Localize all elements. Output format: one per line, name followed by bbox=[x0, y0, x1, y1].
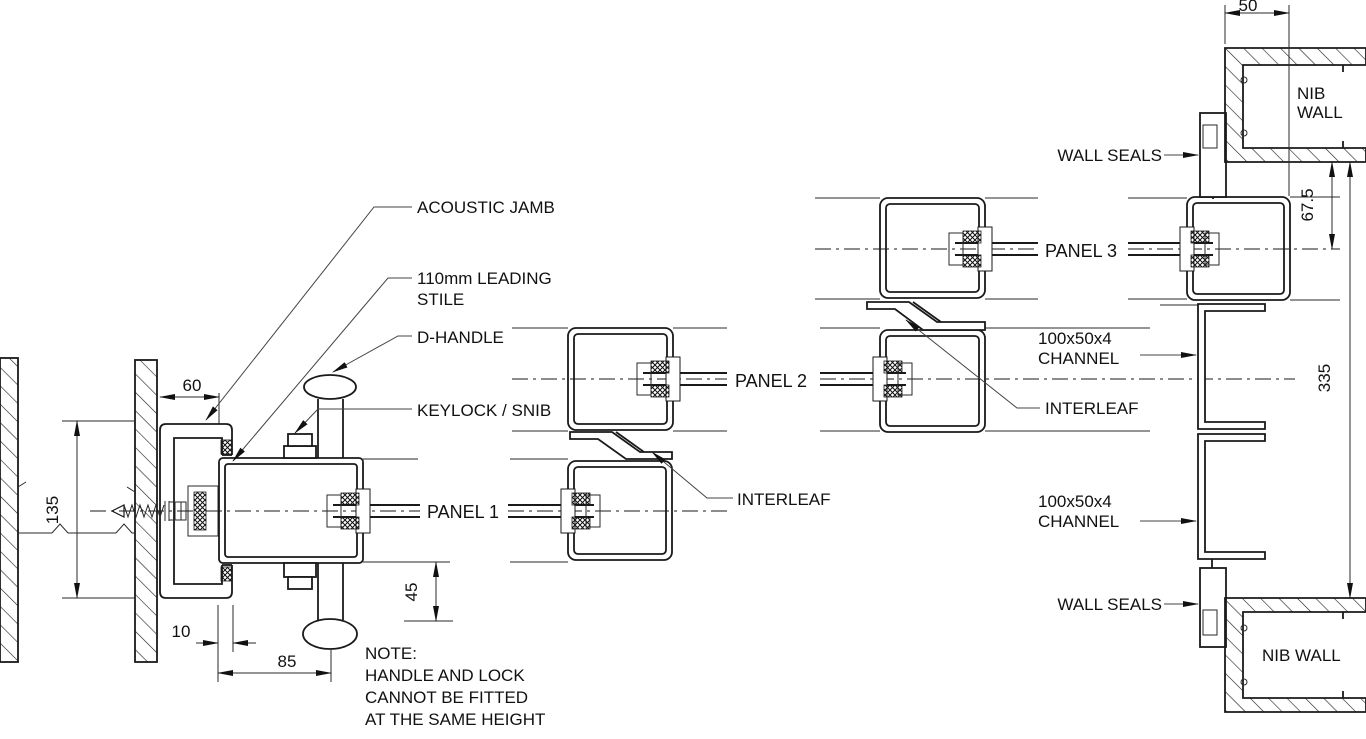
callout-leading-stile: 110mm LEADING STILE bbox=[232, 269, 552, 462]
keylock-body-top bbox=[283, 445, 317, 459]
acoustic-jamb-label: ACOUSTIC JAMB bbox=[417, 198, 555, 217]
dimension-135: 135 bbox=[43, 420, 135, 599]
interleaf-seal-2 bbox=[866, 301, 986, 331]
wall-seal-top bbox=[1199, 112, 1227, 199]
callout-channel-top: 100x50x4 CHANNEL bbox=[1038, 329, 1197, 368]
panel-3-glass bbox=[955, 242, 1213, 256]
panel-3-label: PANEL 3 bbox=[1045, 241, 1117, 261]
wall-seals-bottom-label: WALL SEALS bbox=[1057, 595, 1162, 614]
panel-3-left-stile bbox=[879, 197, 986, 299]
dimension-10: 10 bbox=[172, 605, 256, 682]
callout-wall-seals-bottom: WALL SEALS bbox=[1057, 595, 1199, 614]
d-handle-bottom bbox=[302, 618, 358, 650]
glazing-pocket bbox=[636, 356, 681, 402]
panel-3-assembly: PANEL 3 bbox=[815, 196, 1340, 306]
dim-10-text: 10 bbox=[172, 622, 191, 641]
screw-thread bbox=[123, 503, 165, 519]
panel-2-glass bbox=[643, 372, 906, 386]
note-line2: HANDLE AND LOCK bbox=[365, 666, 525, 685]
callout-interleaf-2: INTERLEAF bbox=[905, 319, 1139, 418]
panel-1-glass bbox=[333, 504, 594, 518]
panel-2-right-stile bbox=[879, 329, 986, 433]
channel-100x50x4-bottom bbox=[1197, 433, 1266, 568]
channel-top-label-line2: CHANNEL bbox=[1038, 349, 1119, 368]
callout-channel-bottom: 100x50x4 CHANNEL bbox=[1038, 492, 1197, 531]
glazing-pocket bbox=[872, 356, 913, 402]
callout-wall-seals-top: WALL SEALS bbox=[1057, 146, 1199, 165]
nib-wall-bottom-label: NIB WALL bbox=[1262, 646, 1341, 665]
dimension-50: 50 bbox=[1224, 0, 1290, 196]
callout-acoustic-jamb: ACOUSTIC JAMB bbox=[205, 198, 555, 421]
interleaf-label-1: INTERLEAF bbox=[737, 490, 831, 509]
nib-wall-bottom bbox=[1224, 597, 1366, 713]
callout-keylock-snib: KEYLOCK / SNIB bbox=[294, 401, 551, 434]
dim-335-text: 335 bbox=[1315, 364, 1334, 392]
wall-seal-bottom bbox=[1199, 567, 1227, 648]
dim-85-text: 85 bbox=[278, 652, 297, 671]
channel-100x50x4-top bbox=[1197, 303, 1266, 430]
channel-top-label-line1: 100x50x4 bbox=[1038, 329, 1112, 348]
leading-stile-label-line1: 110mm LEADING bbox=[417, 269, 552, 288]
d-handle-label: D-HANDLE bbox=[417, 328, 504, 347]
dim-135-text: 135 bbox=[43, 496, 62, 524]
dimension-67-5: 67.5 bbox=[1298, 161, 1335, 250]
jamb-gasket-top bbox=[220, 439, 233, 455]
nib-wall-top-label-line2: WALL bbox=[1297, 103, 1343, 122]
keylock-body-bottom bbox=[283, 562, 317, 578]
callout-d-handle: D-HANDLE bbox=[332, 328, 504, 373]
callout-interleaf-1: INTERLEAF bbox=[651, 451, 831, 509]
channel-bottom-label-line2: CHANNEL bbox=[1038, 512, 1119, 531]
dimension-60: 60 bbox=[159, 376, 220, 424]
d-handle-top bbox=[303, 374, 357, 400]
dim-50-text: 50 bbox=[1239, 0, 1258, 15]
wall-section-left bbox=[0, 357, 158, 663]
panel-2-assembly: PANEL 2 bbox=[512, 327, 1295, 433]
channel-bottom-label-line1: 100x50x4 bbox=[1038, 492, 1112, 511]
leading-stile-label-line2: STILE bbox=[417, 290, 464, 309]
panel-2-label: PANEL 2 bbox=[735, 371, 807, 391]
wall-seals-top-label: WALL SEALS bbox=[1057, 146, 1162, 165]
nib-wall-top bbox=[1224, 47, 1366, 163]
note-line4: AT THE SAME HEIGHT bbox=[365, 710, 545, 729]
glazing-pocket bbox=[326, 488, 371, 534]
note-line3: CANNOT BE FITTED bbox=[365, 688, 528, 707]
panel-1-label: PANEL 1 bbox=[427, 502, 499, 522]
wall-break-line bbox=[18, 523, 135, 534]
note-block: NOTE: HANDLE AND LOCK CANNOT BE FITTED A… bbox=[365, 644, 545, 729]
dimension-335: 335 bbox=[1315, 161, 1353, 599]
dim-45-text: 45 bbox=[402, 583, 421, 602]
glazing-pocket bbox=[1179, 226, 1220, 272]
nib-wall-top-label-line1: NIB bbox=[1297, 84, 1325, 103]
glazing-pocket bbox=[948, 226, 993, 272]
jamb-gasket-bottom bbox=[220, 566, 233, 582]
dim-60-text: 60 bbox=[183, 376, 202, 395]
panel-1-assembly: PANEL 1 bbox=[90, 374, 731, 650]
keylock-snib-label: KEYLOCK / SNIB bbox=[417, 401, 551, 420]
dim-67-5-text: 67.5 bbox=[1298, 188, 1317, 221]
dimension-85: 85 bbox=[217, 650, 332, 682]
glazing-pocket bbox=[560, 488, 601, 534]
interleaf-seal-1 bbox=[569, 431, 673, 460]
note-line1: NOTE: bbox=[365, 644, 417, 663]
interleaf-label-2: INTERLEAF bbox=[1045, 399, 1139, 418]
dimension-45: 45 bbox=[402, 561, 453, 622]
